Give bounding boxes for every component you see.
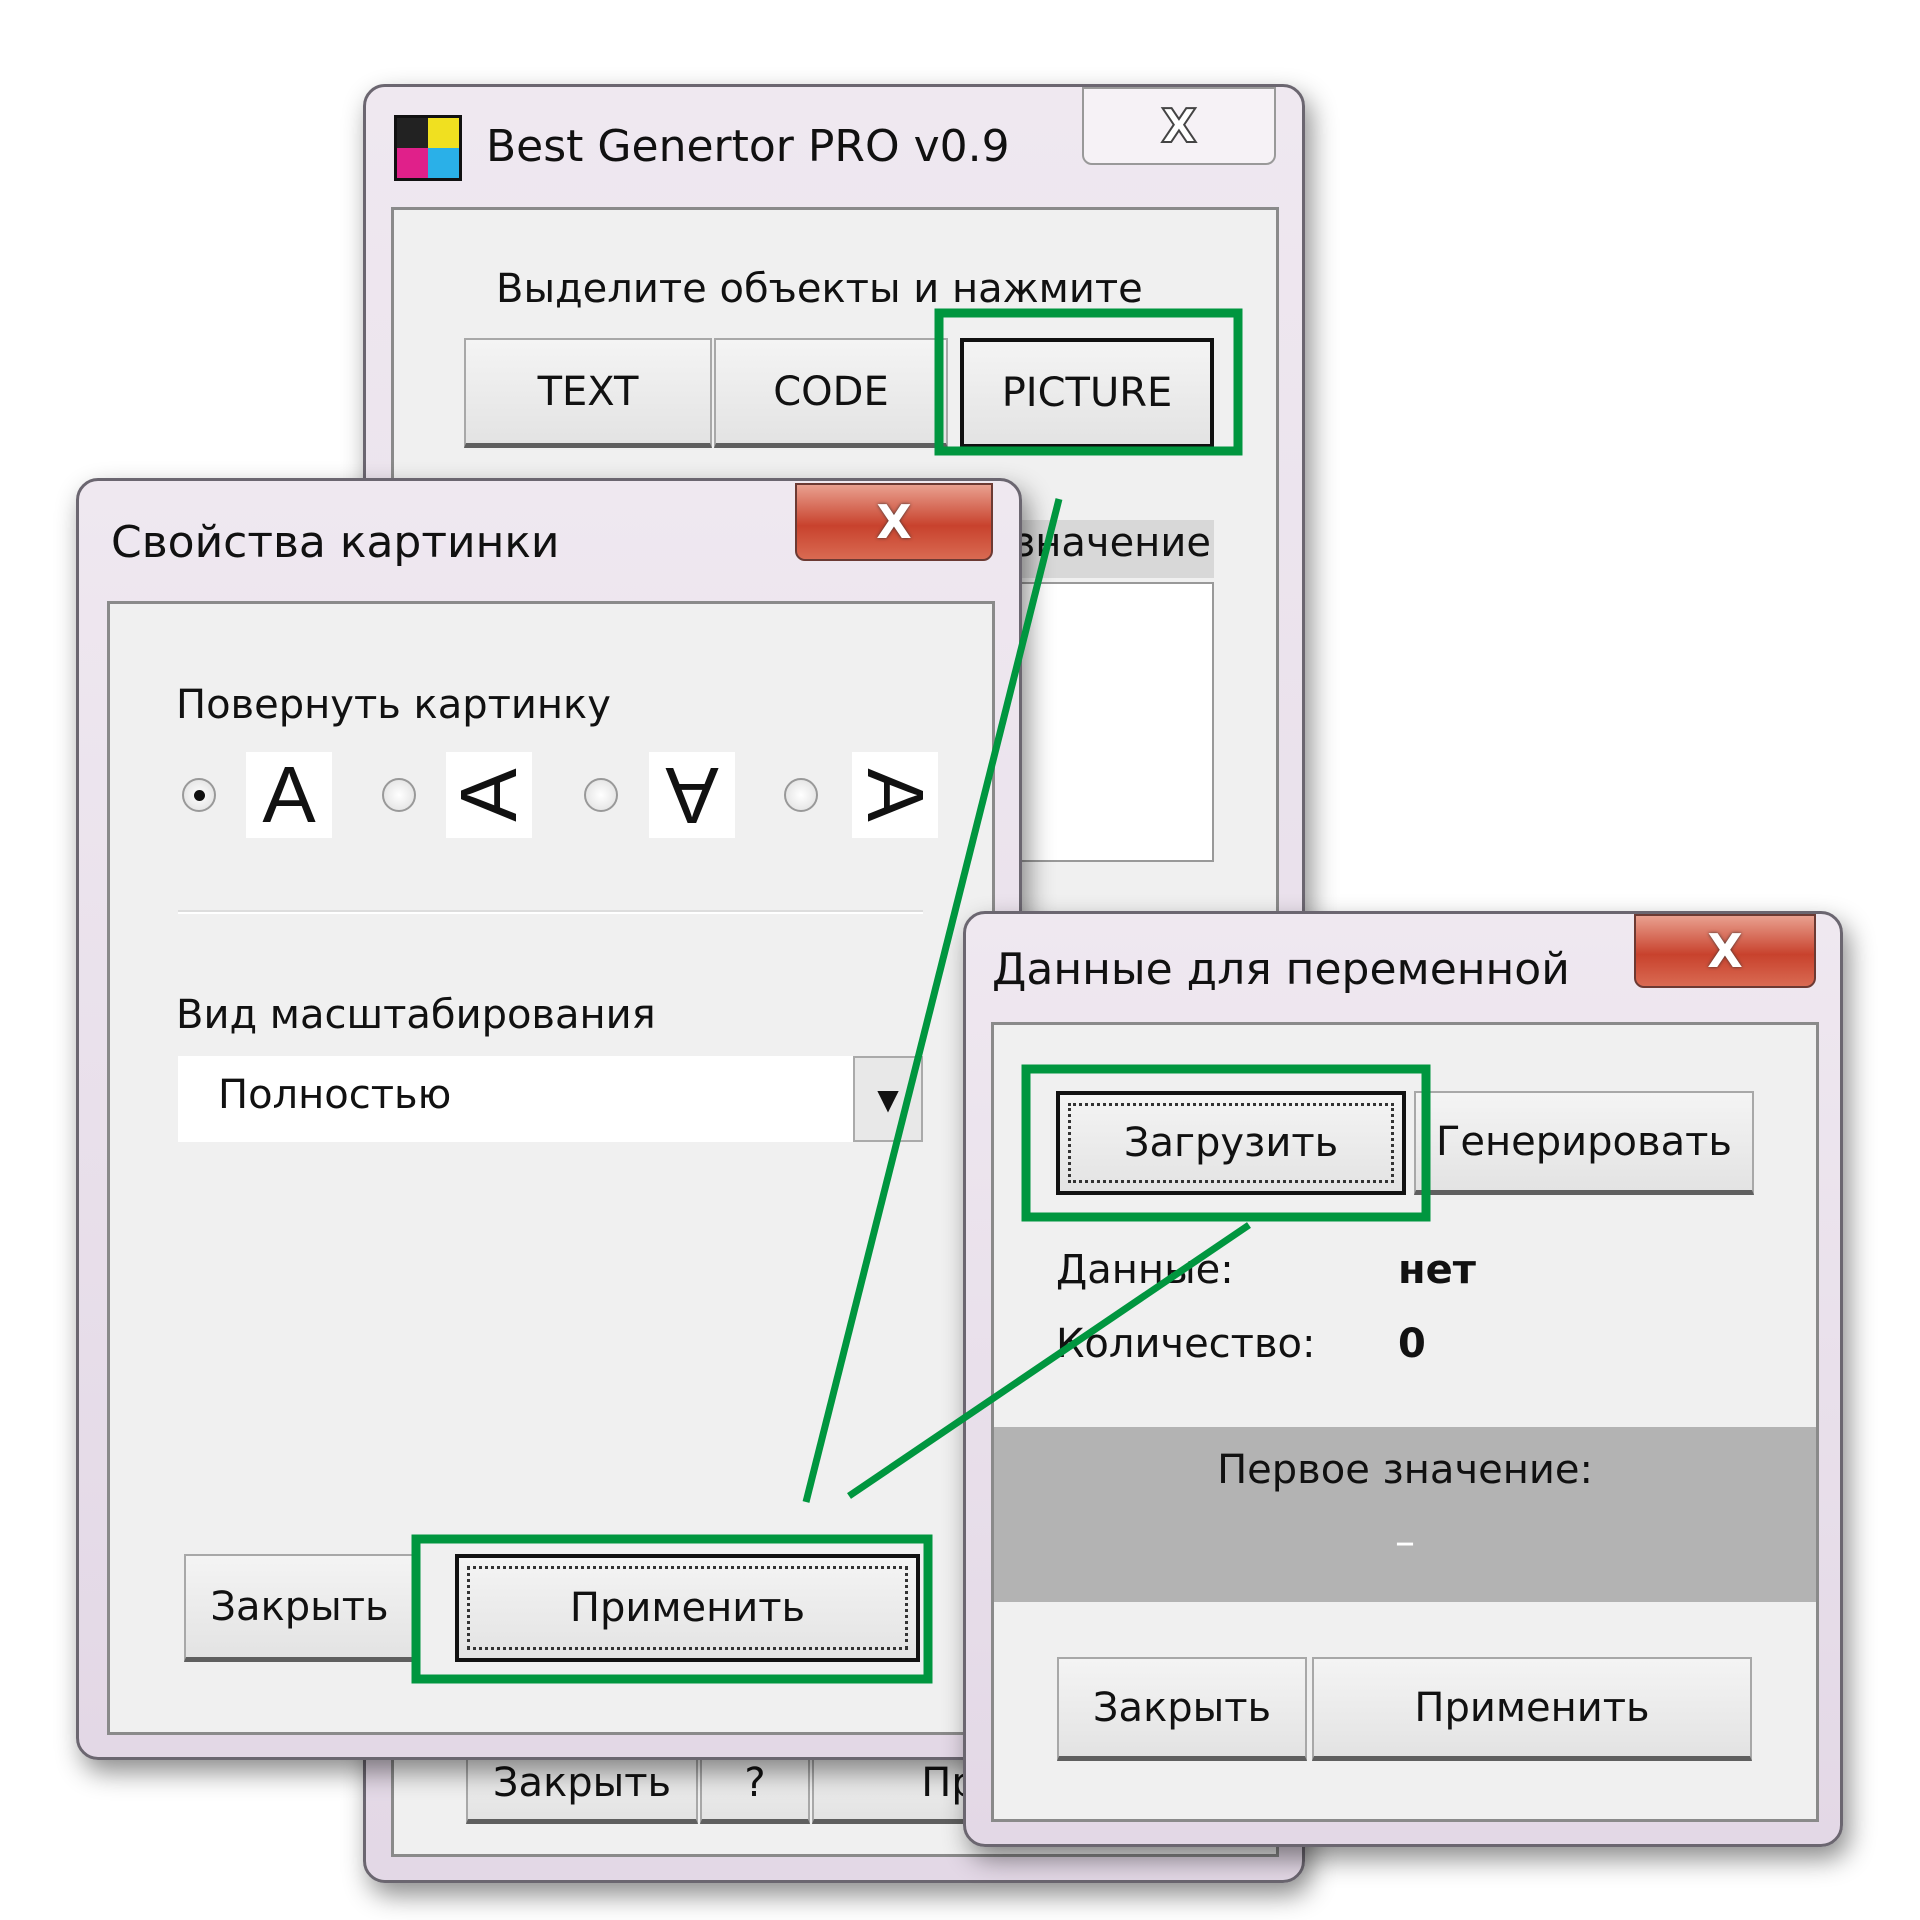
picture-apply-label: Применить [569, 1585, 806, 1631]
focus-rect [467, 1566, 908, 1650]
picture-close-button[interactable]: Закрыть [184, 1554, 415, 1662]
variable-dialog-title: Данные для переменной [992, 944, 1570, 995]
prompt-label: Выделите объекты и нажмите [496, 266, 1143, 312]
rotate-0-glyph: A [246, 750, 332, 839]
variable-apply-button[interactable]: Применить [1312, 1657, 1752, 1761]
picture-dialog-panel: Повернуть картинку A A A A Вид масштабир… [107, 601, 995, 1735]
picture-dialog-title: Свойства картинки [111, 517, 560, 568]
rotate-90-radio[interactable] [382, 778, 416, 812]
main-close-button[interactable]: X [1082, 87, 1276, 165]
rotate-270-radio[interactable] [784, 778, 818, 812]
load-button[interactable]: Загрузить [1056, 1091, 1406, 1195]
rotate-label: Повернуть картинку [176, 682, 611, 728]
variable-data-dialog: Данные для переменной X Загрузить Генери… [963, 911, 1843, 1847]
generate-button[interactable]: Генерировать [1414, 1091, 1754, 1195]
rotate-0-radio[interactable] [182, 778, 216, 812]
picture-properties-dialog: Свойства картинки X Повернуть картинку A… [76, 478, 1022, 1760]
text-button[interactable]: TEXT [464, 338, 712, 448]
values-list[interactable] [1010, 582, 1214, 862]
picture-dialog-close-button[interactable]: X [795, 483, 993, 561]
variable-dialog-close-button[interactable]: X [1634, 914, 1816, 988]
variable-close-button[interactable]: Закрыть [1057, 1657, 1307, 1761]
load-label: Загрузить [1123, 1120, 1339, 1166]
count-value: 0 [1398, 1321, 1426, 1367]
scale-value: Полностью [218, 1072, 452, 1118]
scale-label: Вид масштабирования [176, 992, 656, 1038]
first-value-label: Первое значение: [1217, 1447, 1593, 1493]
connector-line-1 [802, 498, 1063, 1503]
rotate-180-radio[interactable] [584, 778, 618, 812]
connector-line-2 [847, 1222, 1251, 1499]
first-value: – [1395, 1519, 1415, 1565]
first-value-box: Первое значение: – [994, 1427, 1816, 1602]
separator [178, 910, 923, 914]
picture-button[interactable]: PICTURE [960, 338, 1214, 448]
highlight-apply-button [411, 1534, 933, 1684]
code-button[interactable]: CODE [714, 338, 948, 448]
main-window-title: Best Genertor PRO v0.9 [486, 121, 1010, 172]
variable-dialog-panel: Загрузить Генерировать Данные: нет Колич… [991, 1022, 1819, 1822]
data-value: нет [1398, 1247, 1476, 1293]
focus-rect [1068, 1103, 1394, 1183]
picture-apply-button[interactable]: Применить [455, 1554, 920, 1662]
highlight-load-button [1021, 1064, 1431, 1222]
app-icon [394, 115, 462, 181]
scale-combobox[interactable]: Полностью ▼ [178, 1056, 923, 1142]
highlight-picture-button [934, 308, 1243, 456]
